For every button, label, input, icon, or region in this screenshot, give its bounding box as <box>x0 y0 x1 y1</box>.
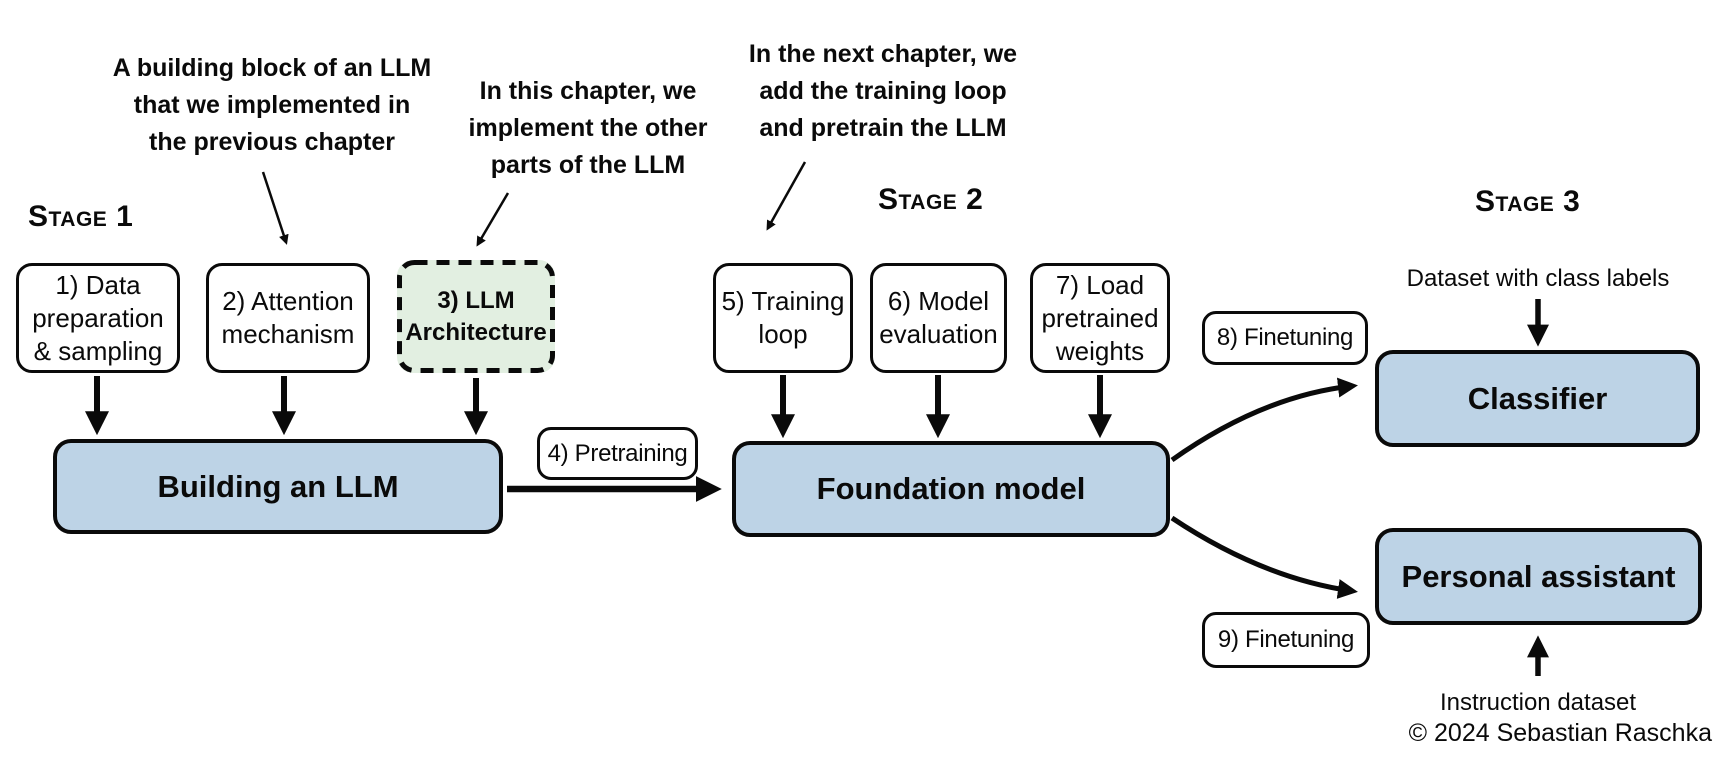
box-pretraining: 4) Pretraining <box>537 427 698 480</box>
box-finetuning-classifier: 8) Finetuning <box>1202 311 1368 365</box>
stage-3-label: Stage 3 <box>1475 185 1581 218</box>
caption-dataset-class-labels: Dataset with class labels <box>1406 265 1670 292</box>
arrow-annotation-to-attention-mechanism <box>261 171 289 245</box>
box-data-preparation: 1) Data preparation & sampling <box>16 263 180 373</box>
caption-instruction-dataset: Instruction dataset <box>1439 689 1637 716</box>
box-foundation-model: Foundation model <box>732 441 1170 537</box>
box-classifier: Classifier <box>1375 350 1700 447</box>
box-finetuning-assistant: 9) Finetuning <box>1202 612 1370 668</box>
box-personal-assistant: Personal assistant <box>1375 528 1702 625</box>
box-training-loop: 5) Training loop <box>713 263 853 373</box>
box-load-pretrained-weights: 7) Load pretrained weights <box>1030 263 1170 373</box>
arrow-annotation-to-llm-architecture <box>476 192 510 247</box>
arrow-foundation-model-to-personal-assistant <box>1170 515 1358 599</box>
annotation-this-chapter: In this chapter, we implement the other … <box>468 77 708 179</box>
stage-2-label: Stage 2 <box>878 183 984 216</box>
box-attention-mechanism: 2) Attention mechanism <box>206 263 370 373</box>
copyright-notice: © 2024 Sebastian Raschka <box>1408 719 1712 747</box>
arrow-foundation-model-to-classifier <box>1170 377 1358 463</box>
arrow-annotation-to-training-loop <box>766 161 807 231</box>
stage-1-label: Stage 1 <box>28 200 134 233</box>
box-building-llm: Building an LLM <box>53 439 503 534</box>
annotation-next-chapter: In the next chapter, we add the training… <box>748 40 1018 142</box>
box-model-evaluation: 6) Model evaluation <box>870 263 1007 373</box>
box-llm-architecture: 3) LLM Architecture <box>397 260 555 373</box>
annotation-attention-block: A building block of an LLM that we imple… <box>112 54 432 156</box>
